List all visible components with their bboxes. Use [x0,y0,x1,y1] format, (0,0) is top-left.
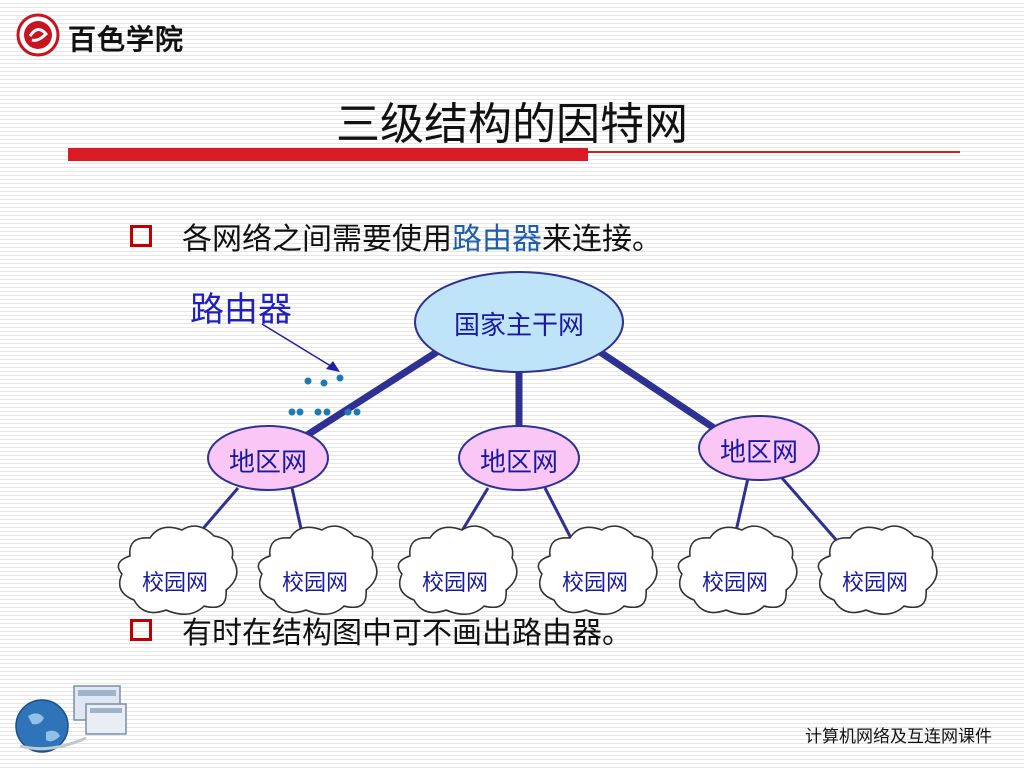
region-node-shape [458,425,580,491]
bullet-1-text-before: 各网络之间需要使用 [182,222,452,257]
campus-node-label: 校园网 [701,571,768,596]
title-rule-thin [588,151,960,153]
region-node-shape [698,415,820,481]
footer-text: 计算机网络及互连网课件 [805,727,992,747]
campus-cloud-shapes [117,525,938,615]
campus-node-label: 校园网 [421,571,488,596]
region-link [543,487,576,545]
logo-text: 百色学院 [68,23,185,56]
campus-node-label: 校园网 [281,571,348,596]
college-logo [16,13,60,57]
globe-computer-icon [15,685,127,753]
region-node-shape [207,425,329,491]
router-pointer-arrow [261,323,335,369]
backbone-link-right [598,349,722,435]
campus-node-label: 校园网 [561,571,628,596]
bullet-2-text: 有时在结构图中可不画出路由器。 [182,616,632,651]
backbone-node-label: 国家主干网 [453,311,584,341]
backbone-link-left [288,347,442,449]
bullet-1-text-after: 来连接。 [542,222,662,257]
title-rule-thick [68,148,588,161]
region-node-label: 地区网 [479,448,558,478]
bullet-1: 各网络之间需要使用路由器来连接。 [130,214,662,258]
bullet-square-icon [130,619,152,641]
campus-node-label: 校园网 [841,571,908,596]
region-node-label: 地区网 [719,438,798,468]
bullet-2: 有时在结构图中可不画出路由器。 [130,608,632,652]
router-label: 路由器 [190,290,292,330]
bullet-square-icon [130,225,152,247]
slide-title: 三级结构的因特网 [336,99,688,150]
router-icon [288,374,361,416]
region-node-label: 地区网 [228,448,307,478]
region-link [780,477,840,543]
campus-node-label: 校园网 [141,571,208,596]
backbone-node-shape [414,271,624,373]
bullet-1-highlight: 路由器 [452,222,542,257]
